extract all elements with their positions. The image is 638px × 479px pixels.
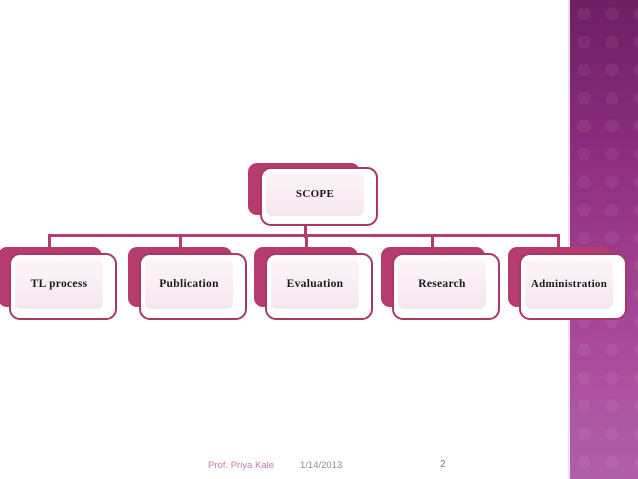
footer-page-number: 2 bbox=[440, 459, 446, 470]
node-body: Administration bbox=[519, 253, 627, 320]
slide-footer: Prof. Priya Kale 1/14/2013 2 bbox=[0, 455, 570, 479]
node-body: Publication bbox=[139, 253, 247, 320]
node-publication[interactable]: Publication bbox=[128, 247, 247, 320]
footer-date: 1/14/2013 bbox=[300, 460, 343, 471]
node-scope[interactable]: SCOPE bbox=[248, 163, 378, 226]
node-body: SCOPE bbox=[260, 167, 378, 226]
node-label-evaluation: Evaluation bbox=[286, 277, 344, 290]
node-label-scope: SCOPE bbox=[295, 188, 335, 201]
connector-drop-publication bbox=[179, 234, 182, 252]
node-body: Research bbox=[392, 253, 500, 320]
footer-author: Prof. Priya Kale bbox=[208, 460, 274, 471]
node-evaluation[interactable]: Evaluation bbox=[254, 247, 373, 320]
node-body: Evaluation bbox=[265, 253, 373, 320]
connector-drop-evaluation bbox=[305, 234, 308, 252]
right-decorative-panel bbox=[570, 0, 638, 479]
connector-horizontal-bus bbox=[48, 234, 560, 237]
connector-root-stem bbox=[304, 224, 307, 238]
node-inner-fill: Publication bbox=[145, 259, 233, 309]
node-research[interactable]: Research bbox=[381, 247, 500, 320]
node-inner-fill: TL process bbox=[15, 259, 103, 309]
right-panel-edge bbox=[568, 0, 571, 479]
node-inner-fill: Evaluation bbox=[271, 259, 359, 309]
node-label-administration: Administration bbox=[530, 277, 608, 290]
node-inner-fill: Administration bbox=[525, 259, 613, 309]
node-label-publication: Publication bbox=[159, 277, 219, 290]
node-administration[interactable]: Administration bbox=[508, 247, 627, 320]
connector-drop-administration bbox=[557, 234, 560, 252]
node-body: TL process bbox=[9, 253, 117, 320]
node-inner-fill: SCOPE bbox=[266, 173, 364, 216]
node-inner-fill: Research bbox=[398, 259, 486, 309]
connector-drop-tl-process bbox=[48, 234, 51, 252]
connector-drop-research bbox=[431, 234, 434, 252]
node-label-research: Research bbox=[418, 277, 466, 290]
node-tl-process[interactable]: TL process bbox=[0, 247, 117, 320]
node-label-tl-process: TL process bbox=[30, 277, 88, 290]
